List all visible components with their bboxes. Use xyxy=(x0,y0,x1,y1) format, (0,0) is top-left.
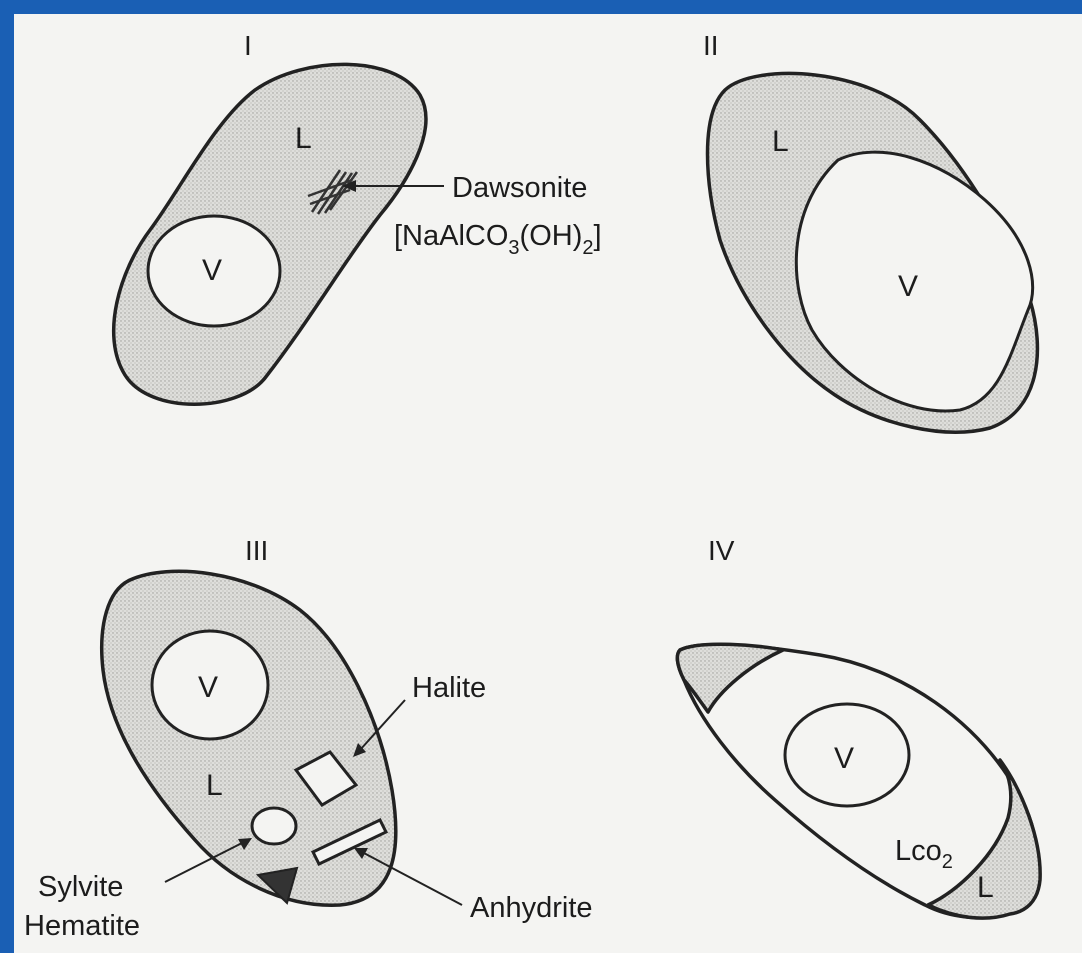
vapor-label-i: V xyxy=(202,254,222,287)
anhydrite-label: Anhydrite xyxy=(470,892,593,924)
panel-numeral-iv: IV xyxy=(708,535,735,566)
panel-numeral-i: I xyxy=(244,30,252,61)
liquid-label-iii: L xyxy=(206,769,223,802)
halite-label: Halite xyxy=(412,672,486,704)
liquid-label-iv: L xyxy=(977,871,994,904)
dawsonite-label: Dawsonite xyxy=(452,172,587,204)
vapor-label-ii: V xyxy=(898,270,918,303)
liquid-label-ii: L xyxy=(772,125,789,158)
vapor-label-iii: V xyxy=(198,671,218,704)
panel-numeral-ii: II xyxy=(703,30,719,61)
panel-numeral-iii: III xyxy=(245,535,268,566)
sylvite-crystal xyxy=(252,808,296,844)
liquid-label-i: L xyxy=(295,122,312,155)
vapor-label-iv: V xyxy=(834,742,854,775)
hematite-label: Hematite xyxy=(24,910,140,942)
sylvite-label: Sylvite xyxy=(38,871,123,903)
